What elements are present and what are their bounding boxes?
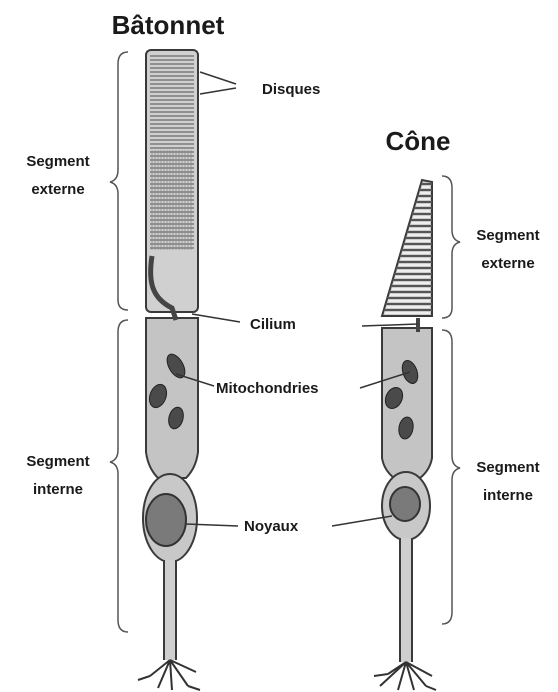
cone-cell [374,180,436,690]
rod-outer-segment [146,50,198,312]
cone-inner-segment-label-line1: Segment [476,459,539,476]
disks-label: Disques [262,81,320,98]
rod-inner-segment-label-line2: interne [33,481,83,498]
cilium-label: Cilium [250,316,296,333]
cone-inner-segment-label-line2: interne [483,487,533,504]
cone-outer-segment-label-line2: externe [481,255,534,272]
cilium-leader-cone [362,324,418,326]
cone-outer-segment-label-line1: Segment [476,227,539,244]
rod-title: Bâtonnet [112,10,225,40]
mitochondria-label: Mitochondries [216,380,319,397]
rod-outer-brace [110,52,128,310]
rod-inner-brace [110,320,128,632]
rod-inner-segment-label-line1: Segment [26,453,89,470]
rod-nucleus [146,494,186,546]
nuclei-label: Noyaux [244,518,299,535]
cone-nucleus [390,487,420,521]
rod-cell [138,50,200,690]
rod-synaptic-terminal [138,660,200,690]
disks-leader [200,72,236,94]
rod-axon-fill [165,560,175,660]
rod-outer-segment-label-line2: externe [31,181,84,198]
cone-outer-brace [442,176,460,318]
rod-outer-segment-label-line1: Segment [26,153,89,170]
cone-axon-fill [401,538,411,662]
cone-title: Cône [386,126,451,156]
cone-synaptic-terminal [374,662,436,690]
cilium-leader-rod [192,314,240,322]
cone-inner-brace [442,330,460,624]
nuclei-leader-cone [332,516,392,526]
